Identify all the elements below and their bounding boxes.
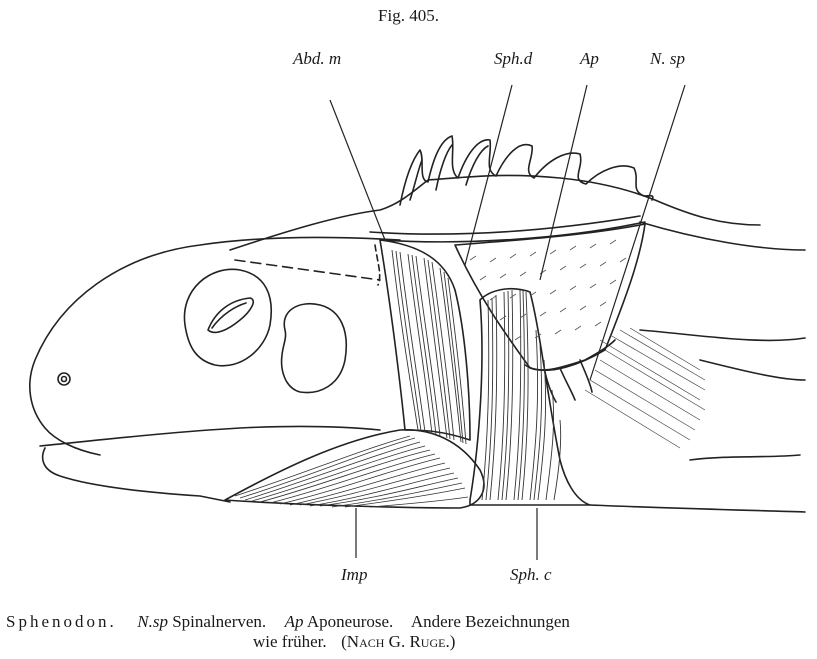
snout-lower [43, 448, 230, 502]
caption-nsp-abbr: N.sp [137, 612, 168, 631]
caption-line-2: wie früher. (Nach G. Ruge.) [253, 632, 455, 652]
head-outline [30, 237, 400, 455]
caption-andere: Andere Bezeichnungen [411, 612, 570, 631]
eye-ring [184, 269, 271, 365]
caption-ap-abbr: Ap [285, 612, 304, 631]
caption-line-1: Sphenodon. N.sp Spinalnerven. Ap Aponeur… [6, 612, 570, 632]
leader-n-sp [590, 85, 685, 380]
temporal-opening [282, 304, 347, 393]
caption-wie-frueher: wie früher. [253, 632, 327, 651]
abd-m-outline [380, 240, 470, 440]
mouth-line [40, 426, 380, 446]
crest-membrane [230, 175, 760, 250]
nostril [58, 373, 70, 385]
label-sph-d: Sph.d [494, 49, 532, 69]
caption-nsp-text: Spinalnerven. [172, 612, 266, 631]
dorsal-crest [400, 136, 653, 205]
body-lower [590, 505, 805, 512]
label-imp: Imp [341, 565, 367, 585]
label-sph-c: Sph. c [510, 565, 552, 585]
caption-nach: (Nach G. Ruge.) [341, 632, 455, 651]
leader-abd-m [330, 100, 385, 240]
label-ap: Ap [580, 49, 599, 69]
label-abd-m: Abd. m [293, 49, 341, 69]
body-upper [640, 222, 805, 250]
caption-ap-text: Aponeurose. [307, 612, 393, 631]
caption-species: Sphenodon. [6, 612, 117, 631]
leader-ap [540, 85, 587, 280]
label-n-sp: N. sp [650, 49, 685, 69]
